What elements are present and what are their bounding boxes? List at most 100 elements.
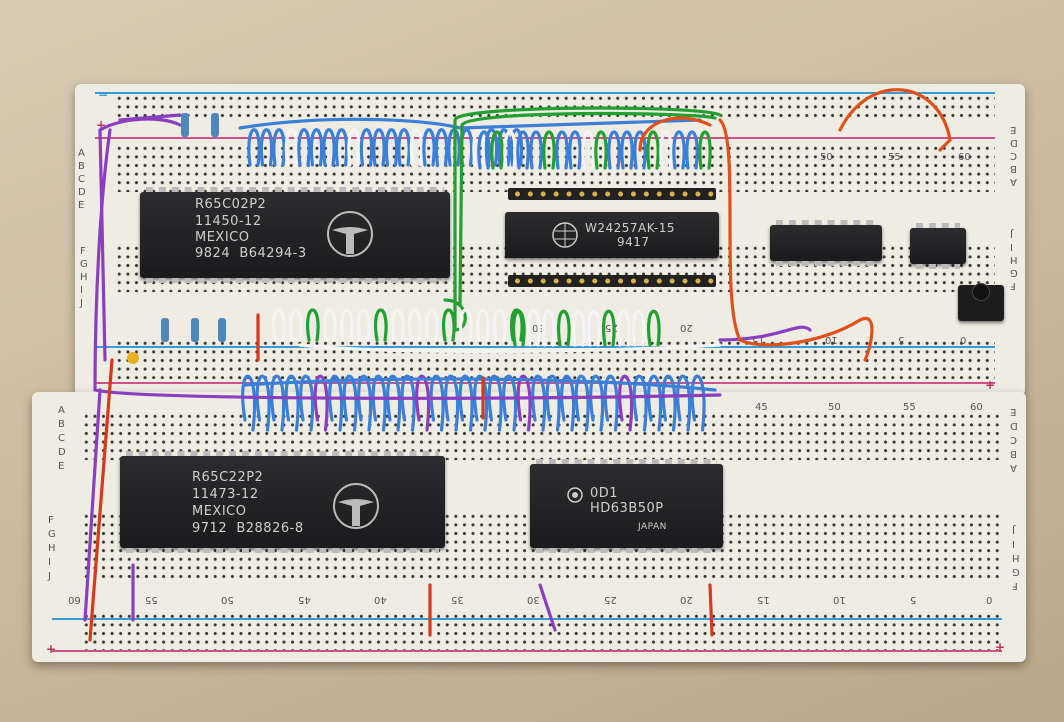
orange-jumper-wire <box>838 88 952 152</box>
blue-jumper-wire <box>322 128 336 167</box>
blue-jumper-wire <box>270 374 286 432</box>
blue-jumper-wire <box>409 128 424 167</box>
row-letter: H <box>48 543 56 554</box>
winbond-logo-icon <box>552 222 578 248</box>
blue-jumper-wire <box>647 374 663 432</box>
blue-jumper-wire <box>313 374 329 432</box>
capacitor <box>127 352 139 364</box>
blue-jumper-wire <box>359 128 374 167</box>
jumper-wire <box>672 130 686 170</box>
col-number: 45 <box>755 402 768 413</box>
jumper-wire <box>685 130 699 170</box>
white-jumper-wire <box>572 309 586 347</box>
jumper-wire <box>490 130 504 170</box>
blue-jumper-wire <box>502 374 518 432</box>
blue-jumper-wire <box>574 374 590 432</box>
blue-jumper-wire <box>342 374 358 432</box>
via-chip-r65c22: R65C22P2 11473-12 MEXICO 9712 B28826-8 <box>120 451 445 553</box>
white-jumper-wire <box>587 309 601 347</box>
row-letter: D <box>58 447 66 458</box>
white-jumper-wire <box>357 308 371 342</box>
row-letter: G <box>80 259 88 270</box>
white-jumper-wire <box>512 309 526 347</box>
green-jumper-wire <box>443 106 722 332</box>
row-letter: I <box>80 285 83 296</box>
sram-chip-w24257: W24257AK-15 9417 <box>505 212 719 258</box>
plus-symbol: + <box>985 378 996 392</box>
chip-marking: MEXICO <box>192 504 247 519</box>
col-number: 55 <box>903 402 916 413</box>
purple-jumper-wire <box>98 113 182 362</box>
blue-jumper-wire <box>661 374 677 432</box>
row-letter: B <box>58 419 65 430</box>
blue-jumper-wire <box>272 128 286 167</box>
row-letter: F <box>80 246 86 257</box>
purple-jumper-wire <box>93 128 722 400</box>
chip-marking: MEXICO <box>195 230 250 245</box>
blue-jumper-wire <box>386 374 402 432</box>
blue-jumper-wire <box>632 374 648 432</box>
blue-jumper-wire <box>255 374 271 432</box>
chip-marking: JAPAN <box>638 522 667 532</box>
chip-marking: W24257AK-15 <box>585 221 675 235</box>
jumper-wire <box>581 130 595 170</box>
push-button[interactable] <box>958 283 1004 321</box>
chip-marking: 9417 <box>617 235 650 249</box>
blue-jumper-wire <box>531 374 547 432</box>
blue-jumper-wire <box>397 128 411 167</box>
purple-jumper-wire <box>718 325 812 342</box>
blue-jumper-wire <box>372 128 386 167</box>
chip-marking: 11473-12 <box>192 487 259 502</box>
blue-jumper-wire <box>347 128 361 167</box>
chip-marking: 9824 B64294-3 <box>195 246 307 261</box>
white-jumper-wire <box>442 308 456 342</box>
resistor <box>191 318 199 342</box>
row-letter: G <box>48 529 56 540</box>
blue-jumper-wire <box>487 374 503 432</box>
jumper-wire <box>568 130 582 170</box>
white-jumper-wire <box>493 308 507 342</box>
plus-symbol: + <box>995 640 1006 654</box>
white-jumper-wire <box>289 308 303 342</box>
blue-jumper-wire <box>603 374 619 432</box>
red-jumper-wire <box>88 358 114 642</box>
blue-jumper-wire <box>560 374 576 432</box>
blue-jumper-wire <box>241 374 257 432</box>
jumper-wire <box>555 130 569 170</box>
white-jumper-wire <box>306 308 320 342</box>
cpu-chip-r65c02: R65C02P2 11450-12 MEXICO 9824 B64294-3 <box>140 187 450 283</box>
chip-marking: 11450-12 <box>195 214 262 229</box>
blue-jumper-wire <box>299 374 315 432</box>
white-jumper-wire <box>340 308 354 342</box>
jumper-wire <box>516 130 530 170</box>
blue-jumper-wire <box>458 374 474 432</box>
blue-jumper-wire <box>434 128 449 167</box>
blue-rail-line <box>52 618 1002 620</box>
blue-jumper-wire <box>297 128 311 167</box>
row-letter: J <box>48 571 51 582</box>
blue-bus-wire <box>243 377 717 392</box>
blue-rail-line <box>95 92 995 94</box>
blue-jumper-wire <box>676 374 692 432</box>
blue-jumper-wire <box>690 374 706 432</box>
blue-jumper-wire <box>589 374 605 432</box>
white-jumper-wire <box>425 308 439 342</box>
blue-jumper-wire <box>357 374 373 432</box>
resistor <box>181 113 189 137</box>
chip-socket-bottom-row <box>508 275 716 287</box>
row-letter: H <box>80 272 88 283</box>
col-number: 50 <box>820 152 833 163</box>
jumper-wire <box>503 130 517 170</box>
red-jumper-wire <box>708 583 714 637</box>
row-letter: C <box>78 174 85 185</box>
green-jumper-wire <box>458 111 717 307</box>
row-letter: E <box>58 461 65 472</box>
white-jumper-wire <box>632 309 646 347</box>
purple-jumper-wire <box>83 388 102 622</box>
col-number: 55 <box>888 152 901 163</box>
white-jumper-wire <box>323 308 337 342</box>
white-jumper-wire <box>527 309 541 347</box>
blue-jumper-wire <box>444 374 460 432</box>
row-letter: F <box>48 515 54 526</box>
jumper-wire <box>698 130 712 170</box>
